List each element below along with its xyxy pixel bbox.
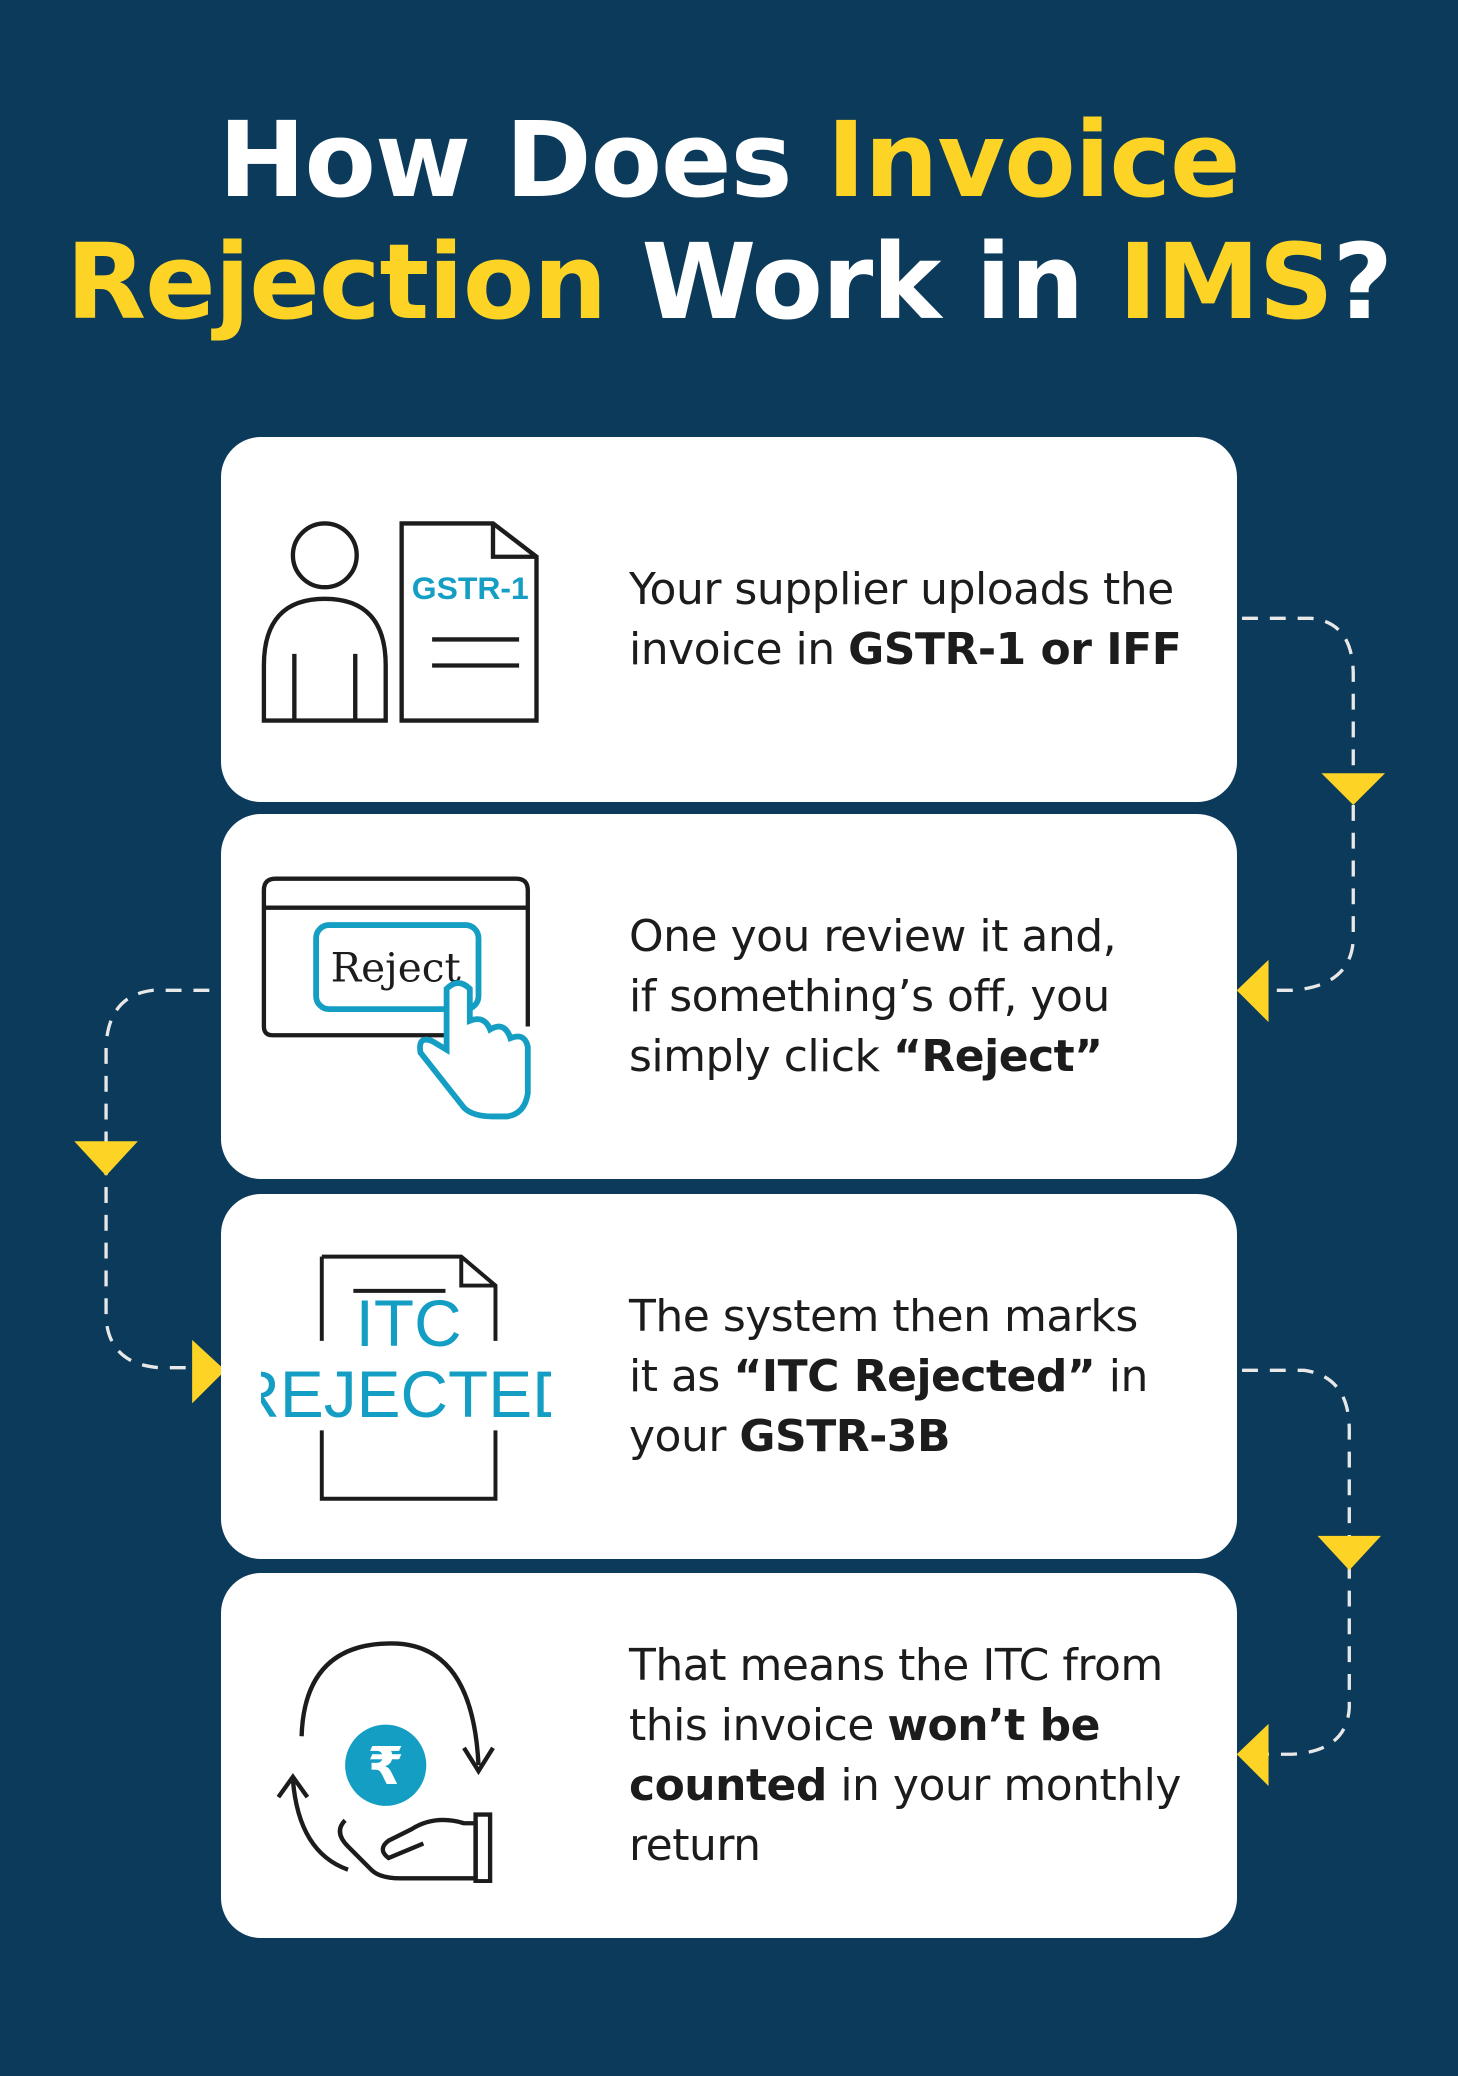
step-text-line: Your supplier uploads the	[629, 560, 1219, 620]
arrow-heads	[74, 773, 1386, 1787]
text-segment: simply click	[629, 1030, 893, 1082]
step-text-line: this invoice won’t be	[629, 1696, 1219, 1756]
connector-2-3	[104, 988, 210, 1370]
title-highlight: IMS	[1118, 221, 1334, 343]
title-text: ?	[1332, 221, 1393, 343]
bold-text: “ITC Rejected”	[733, 1350, 1096, 1402]
itc-label: ITC	[356, 1286, 462, 1360]
itc-rejected-icon: ITC REJECTED	[261, 1254, 551, 1501]
title-highlight: Rejection	[66, 221, 607, 343]
bold-text: counted	[629, 1759, 827, 1811]
step-text-line: simply click “Reject”	[629, 1027, 1219, 1087]
arrow-down-icon	[1317, 1535, 1382, 1571]
supplier-document-icon: GSTR-1	[261, 521, 539, 723]
text-segment: in	[1095, 1350, 1149, 1402]
arrow-down-icon	[74, 1141, 138, 1176]
title-line-1: How Does Invoice	[0, 100, 1458, 220]
text-segment: in your monthly	[826, 1759, 1181, 1811]
step-text-line: counted in your monthly	[629, 1756, 1219, 1816]
arrow-left-icon	[1236, 959, 1269, 1023]
step-text-line: One you review it and,	[629, 907, 1219, 967]
title-highlight: Invoice	[826, 99, 1241, 221]
text-segment: One you review it and,	[629, 910, 1117, 962]
title-line-2: Rejection Work in IMS?	[0, 222, 1458, 342]
bold-text: won’t be	[887, 1699, 1100, 1751]
title-text: Work in	[606, 221, 1119, 343]
step-card-2: Reject One you review it and, if somethin…	[221, 814, 1237, 1179]
arrow-down-icon	[1321, 773, 1386, 805]
step-text-line: The system then marks	[629, 1287, 1219, 1347]
text-segment: this invoice	[629, 1699, 888, 1751]
arrow-right-icon	[192, 1339, 226, 1404]
step-text-line: if something’s off, you	[629, 967, 1219, 1027]
text-segment: your	[629, 1410, 740, 1462]
text-segment: invoice in	[629, 623, 849, 675]
text-segment: if something’s off, you	[629, 970, 1110, 1022]
step-text-line: return	[629, 1816, 1219, 1876]
text-segment: Your supplier uploads the	[629, 563, 1174, 615]
step-text-line: your GSTR-3B	[629, 1407, 1219, 1467]
connector-1-2	[1242, 616, 1355, 992]
text-segment: return	[629, 1819, 761, 1871]
text-segment: The system then marks	[629, 1290, 1138, 1342]
rejected-label: REJECTED	[261, 1357, 551, 1431]
step-text-line: That means the ITC from	[629, 1636, 1219, 1696]
step-text: One you review it and, if something’s off…	[629, 814, 1219, 1179]
bold-text: “Reject”	[893, 1030, 1103, 1082]
bold-text: GSTR-1 or IFF	[848, 623, 1182, 675]
reject-label: Reject	[331, 944, 461, 992]
rupee-cycle-hand-icon: ₹	[276, 1641, 495, 1883]
step-text-line: invoice in GSTR-1 or IFF	[629, 620, 1219, 680]
rupee-symbol: ₹	[368, 1737, 404, 1797]
connector-3-4	[1242, 1368, 1351, 1756]
text-segment: That means the ITC from	[629, 1639, 1163, 1691]
text-segment: it as	[629, 1350, 734, 1402]
gstr1-label: GSTR-1	[412, 570, 529, 606]
arrow-left-icon	[1236, 1723, 1269, 1787]
title-text: How Does	[218, 99, 827, 221]
bold-text: GSTR-3B	[739, 1410, 951, 1462]
reject-click-icon: Reject	[261, 876, 531, 1120]
step-text-line: it as “ITC Rejected” in	[629, 1347, 1219, 1407]
